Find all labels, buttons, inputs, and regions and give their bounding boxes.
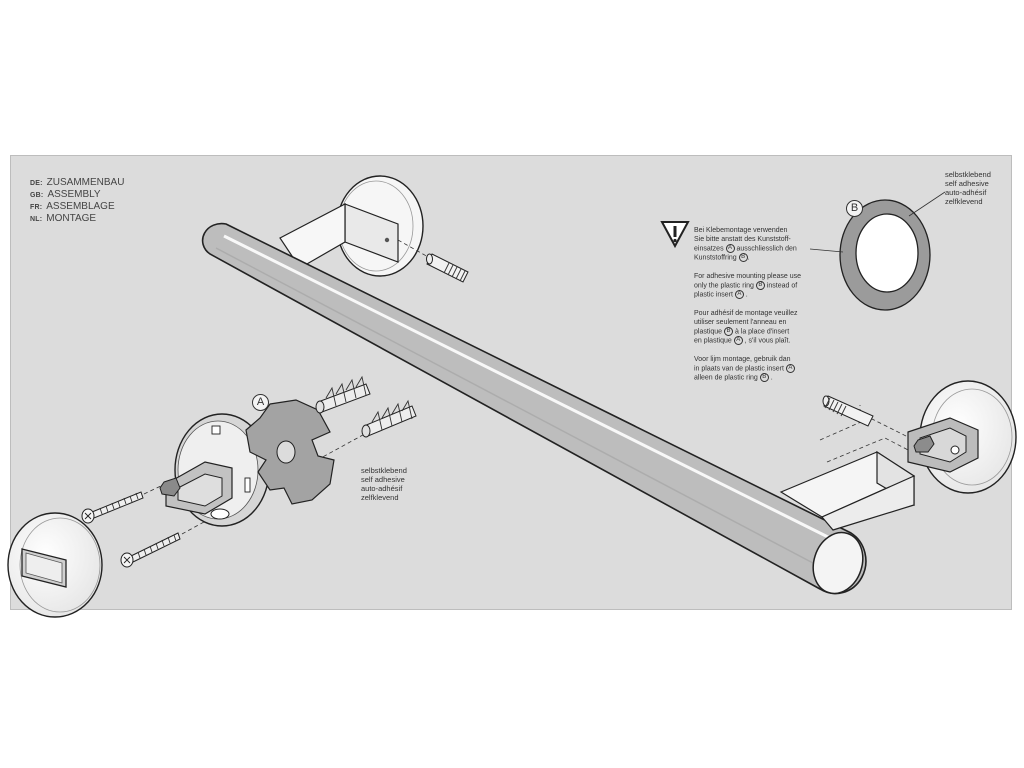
part-label-b: B: [846, 200, 863, 217]
plastic-insert-a: [245, 399, 335, 505]
wood-screw-upper: [81, 491, 144, 524]
warning-text-gb: For adhesive mounting please use only th…: [694, 273, 802, 300]
cover-cap-bottom-left: [7, 512, 103, 618]
warning-triangle-icon: [660, 221, 690, 249]
wall-plate-left: [159, 413, 270, 527]
warning-text-fr: Pour adhésif de montage veuillez utilise…: [694, 310, 798, 346]
adhesive-label-plate: selbstklebend self adhesive auto-adhésif…: [361, 466, 407, 502]
grub-screw-right: [822, 395, 874, 427]
wall-plug-lower: [361, 399, 417, 438]
language-line-gb: GB:ASSEMBLY: [30, 189, 101, 200]
plastic-ring-b: [839, 191, 946, 311]
wood-screw-lower: [120, 532, 181, 568]
language-line-de: DE:ZUSAMMENBAU: [30, 177, 125, 188]
warning-text-nl: Voor lijm montage, gebruik dan in plaats…: [694, 355, 795, 383]
part-label-a: A: [252, 394, 269, 411]
wall-plug-upper: [315, 375, 371, 414]
grub-screw-top: [426, 253, 469, 283]
adhesive-label-ring: selbstklebend self adhesive auto-adhésif…: [945, 170, 991, 206]
language-line-fr: FR:ASSEMBLAGE: [30, 201, 115, 212]
language-line-nl: NL:MONTAGE: [30, 213, 97, 224]
square-post-bottom-right: [779, 450, 916, 531]
warning-text-de: Bei Klebemontage verwenden Sie bitte ans…: [694, 227, 797, 263]
towel-bar: [201, 222, 867, 595]
wall-rosette-right: [907, 380, 1017, 494]
